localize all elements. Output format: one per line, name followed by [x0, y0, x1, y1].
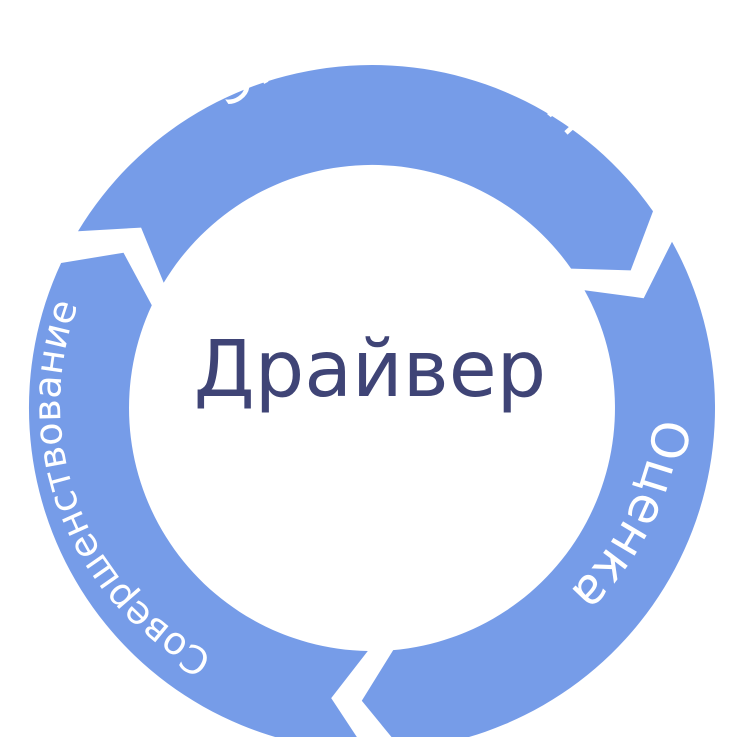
center-label: Драйвер	[194, 325, 546, 415]
segment-improvement	[28, 252, 368, 737]
segment-evaluation	[361, 241, 715, 737]
ring	[28, 64, 715, 737]
segment-experiment	[78, 64, 653, 283]
